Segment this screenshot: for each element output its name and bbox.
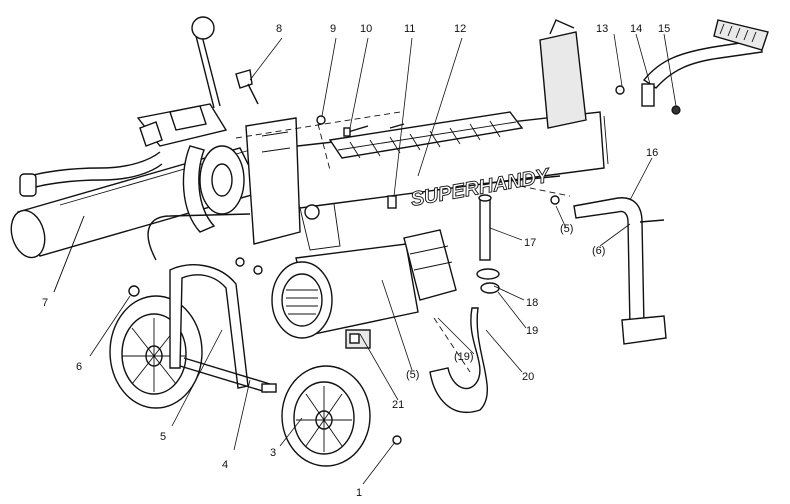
- part-label-20: 20: [522, 371, 534, 383]
- part-labels: 1 3 4 5 6 7 8 9 10 11 12 13 14 15 16 17 …: [42, 23, 670, 499]
- part-label-3: 3: [270, 447, 276, 459]
- part-label-21: 21: [392, 399, 404, 411]
- part-label-19-paren: (19): [454, 351, 474, 363]
- wheel-right: [281, 365, 371, 467]
- part-label-6: 6: [76, 361, 82, 373]
- part-label-17: 17: [524, 237, 536, 249]
- handle: [615, 19, 769, 115]
- stand-leg: [519, 185, 667, 345]
- bolts: [235, 69, 405, 209]
- hydraulic-pipe: [429, 194, 500, 413]
- control-valve: [136, 16, 228, 233]
- part-label-11: 11: [404, 23, 415, 35]
- part-label-12: 12: [454, 23, 466, 35]
- part-label-5-paren-stand: (5): [560, 223, 573, 235]
- part-label-1: 1: [356, 487, 362, 499]
- part-label-8: 8: [276, 23, 282, 35]
- part-label-13: 13: [596, 23, 608, 35]
- part-label-4: 4: [222, 459, 228, 471]
- leader-lines: [53, 33, 677, 485]
- part-label-19: 19: [526, 325, 538, 337]
- part-label-10: 10: [360, 23, 372, 35]
- part-label-18: 18: [526, 297, 538, 309]
- main-beam: [260, 19, 609, 251]
- wheel-left: [109, 295, 203, 409]
- part-label-5-paren-motor: (5): [406, 369, 419, 381]
- electric-motor: [271, 229, 457, 349]
- part-label-5: 5: [160, 431, 166, 443]
- part-label-9: 9: [330, 23, 336, 35]
- part-label-15: 15: [658, 23, 670, 35]
- part-label-7: 7: [42, 297, 48, 309]
- pusher-frame: [199, 117, 320, 245]
- part-label-16: 16: [646, 147, 658, 159]
- leg-frame: [128, 213, 277, 393]
- part-label-14: 14: [630, 23, 642, 35]
- part-label-6-paren-stand: (6): [592, 245, 605, 257]
